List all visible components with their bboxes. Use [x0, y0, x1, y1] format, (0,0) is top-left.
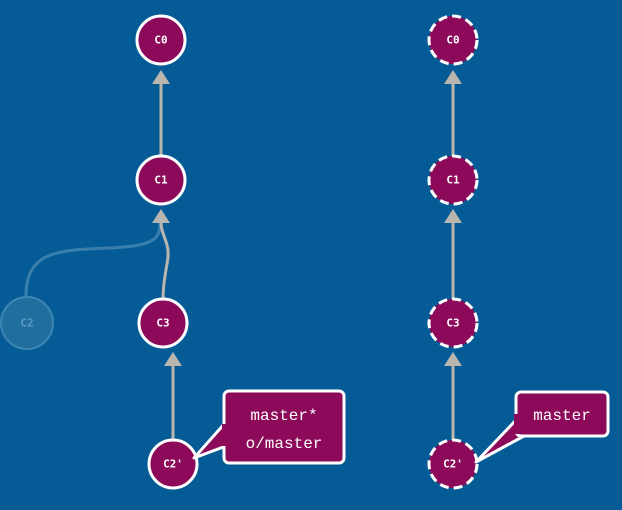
- commit-r-c0[interactable]: C0: [427, 14, 479, 66]
- branch-tag-pointer: [192, 420, 228, 460]
- commit-c2prime-label: C2': [163, 458, 183, 471]
- branch-label-master-star: master*: [250, 407, 317, 425]
- right-graph: C0 C1 C3 C2' master: [427, 14, 610, 490]
- commit-c3[interactable]: C3: [137, 297, 189, 349]
- branch-label-o-master: o/master: [246, 435, 323, 453]
- commit-r-c1-label: C1: [446, 174, 460, 187]
- arrowhead-c1: [152, 209, 170, 223]
- commit-r-c0-label: C0: [446, 34, 459, 47]
- arrowhead-r-c0: [444, 70, 462, 84]
- commit-r-c2prime[interactable]: C2': [427, 438, 479, 490]
- arrowhead-r-c3: [444, 352, 462, 366]
- branch-tag-master[interactable]: master: [474, 390, 610, 464]
- branch-tag-master-origin[interactable]: master* o/master: [192, 389, 346, 465]
- commit-c0[interactable]: C0: [135, 14, 187, 66]
- ghost-edge-c2-to-c1: [24, 219, 162, 297]
- commit-r-c1[interactable]: C1: [427, 154, 479, 206]
- commit-c2prime[interactable]: C2': [147, 438, 199, 490]
- arrowhead-c0: [152, 70, 170, 84]
- arrowhead-r-c1: [444, 209, 462, 223]
- branch-label-master: master: [533, 407, 591, 425]
- commit-r-c2prime-label: C2': [443, 458, 463, 471]
- commit-c0-label: C0: [154, 34, 167, 47]
- arrowhead-c3: [164, 352, 182, 366]
- commit-r-c3-label: C3: [446, 317, 459, 330]
- ghost-commit-c2-label: C2: [20, 317, 33, 330]
- commit-r-c3[interactable]: C3: [427, 297, 479, 349]
- ghost-commit-c2: C2: [0, 296, 54, 350]
- left-graph: C2 C0 C1 C3 C2' master* o/master: [0, 14, 346, 490]
- commit-c3-label: C3: [156, 317, 169, 330]
- edge-c3-to-c1: [159, 221, 170, 301]
- commit-c1-label: C1: [154, 174, 168, 187]
- commit-c1[interactable]: C1: [135, 154, 187, 206]
